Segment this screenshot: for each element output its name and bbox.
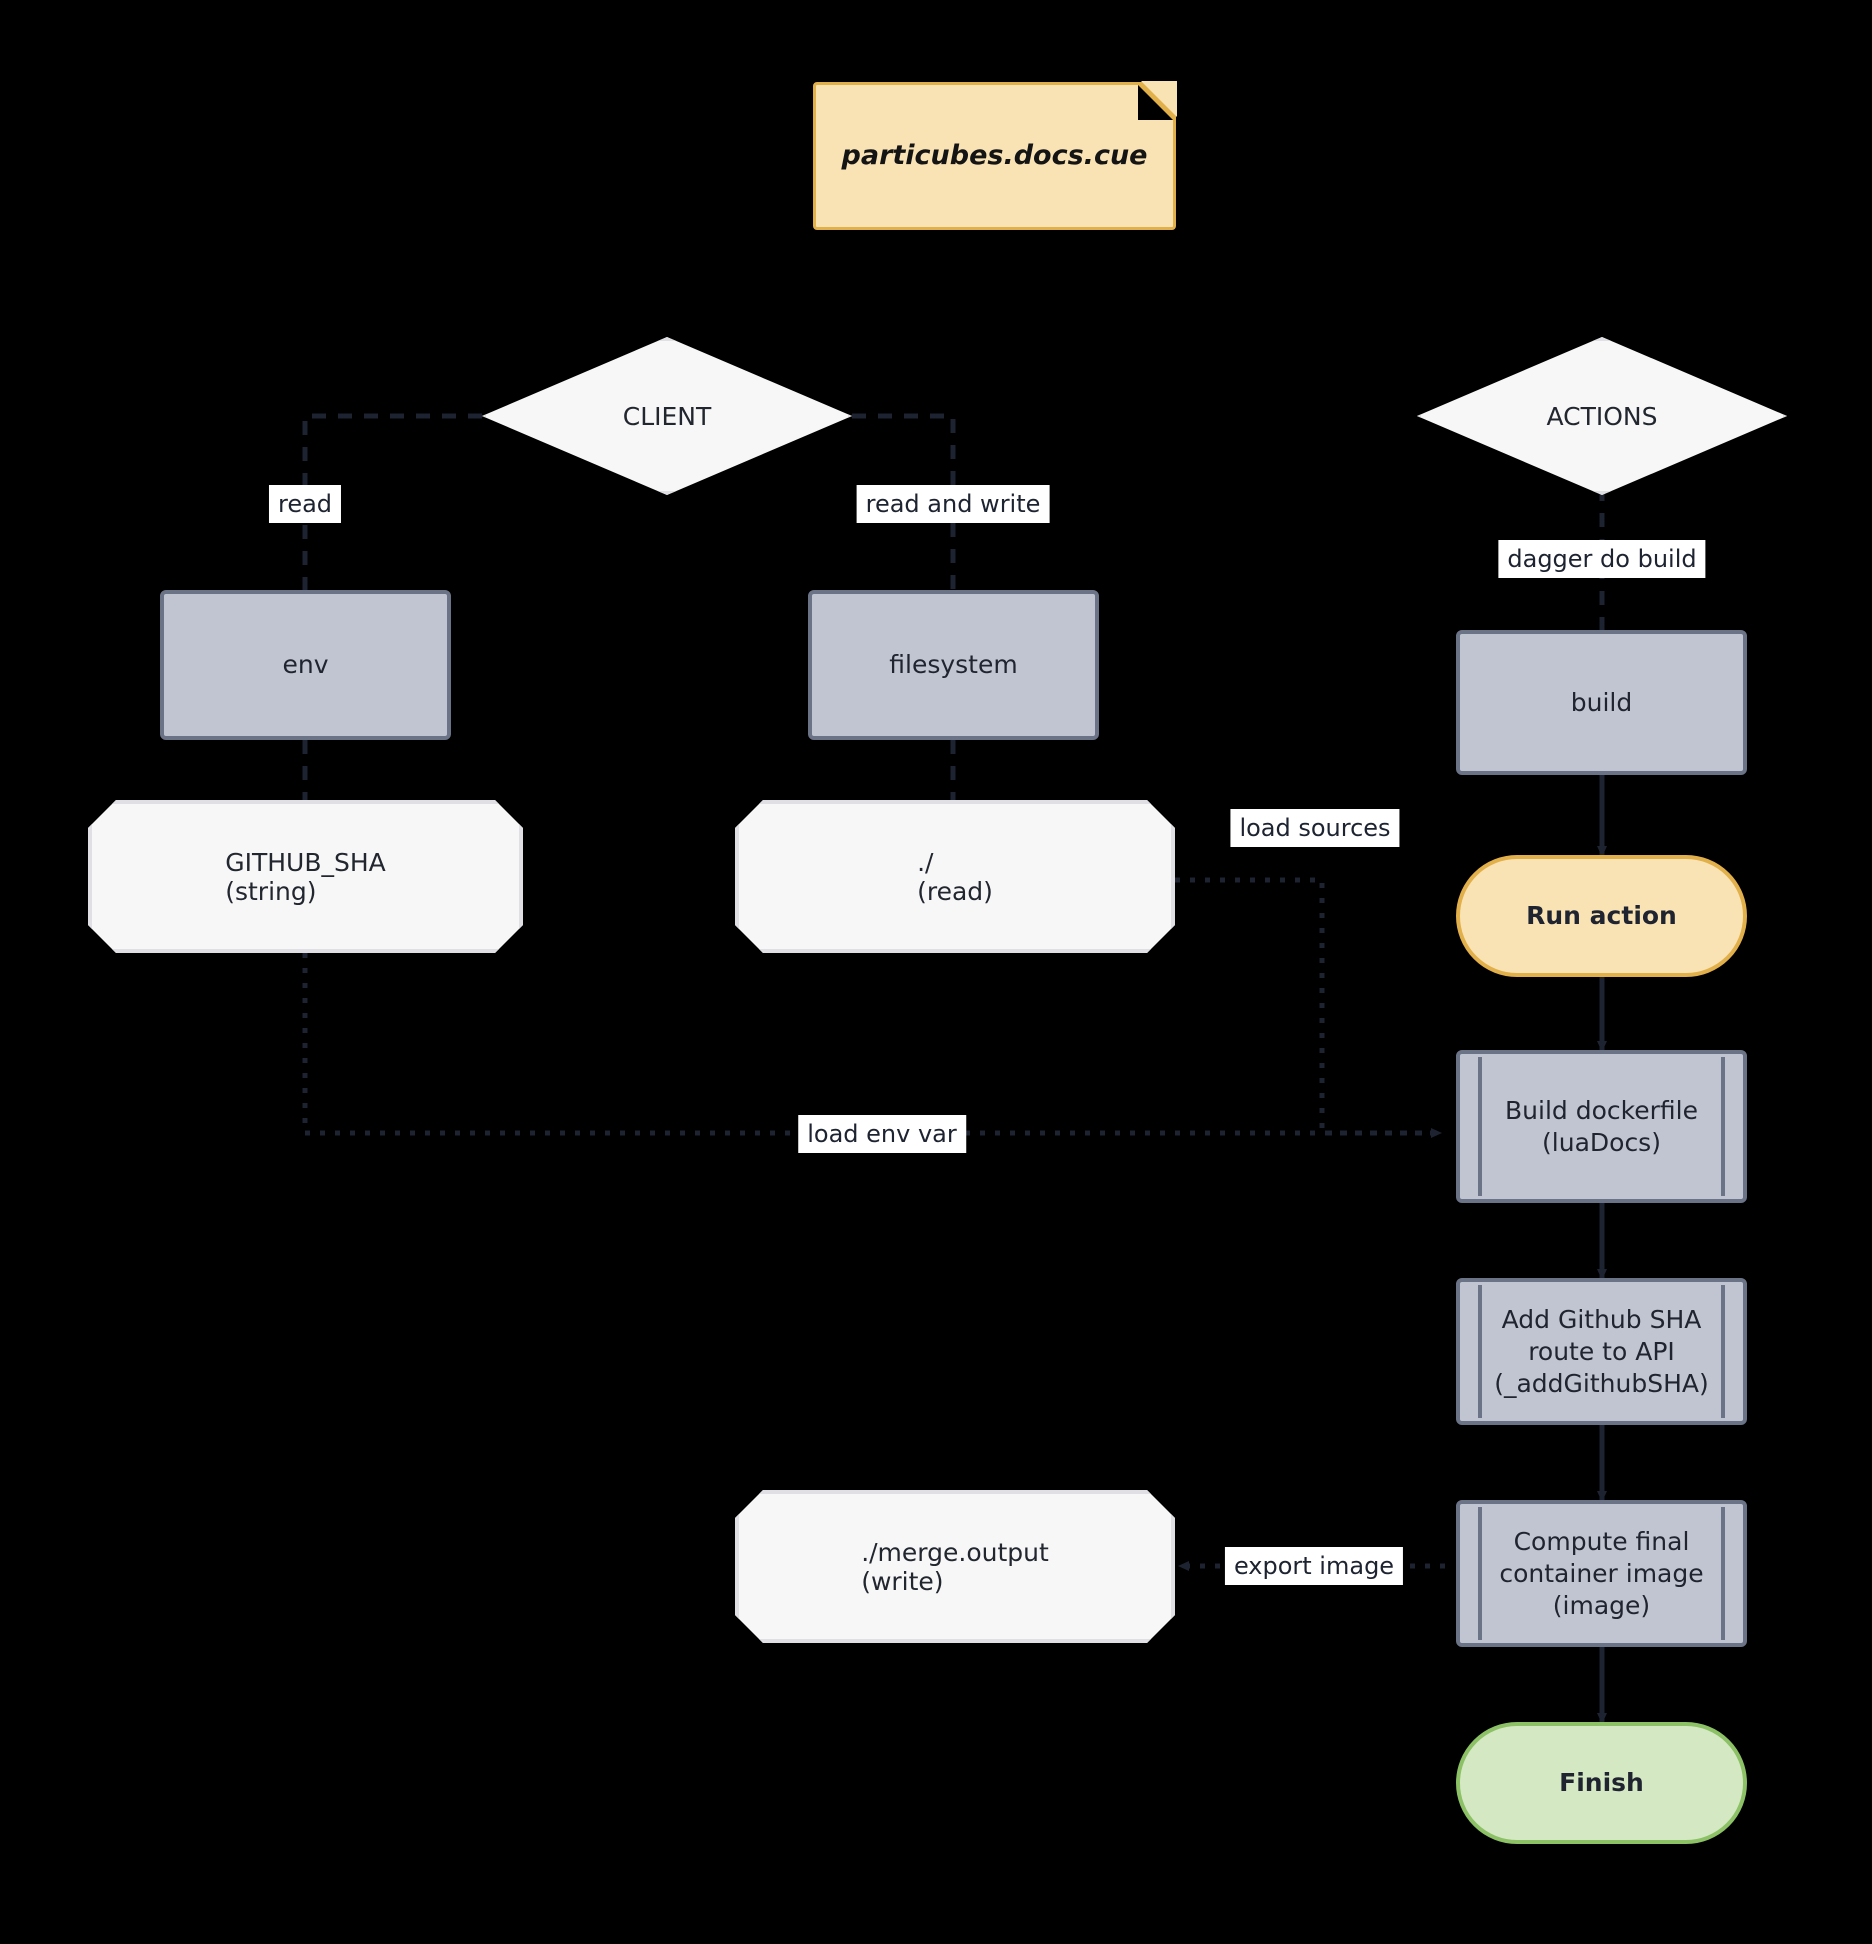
edge-label-export-image: export image	[1224, 1547, 1404, 1585]
add-github-sha-label: Add Github SHA route to API (_addGithubS…	[1494, 1304, 1709, 1398]
edge-label-load-sources: load sources	[1230, 809, 1400, 847]
node-build-dockerfile[interactable]: Build dockerfile (luaDocs)	[1456, 1050, 1747, 1203]
client-label: CLIENT	[622, 401, 712, 431]
edge-client-filesystem	[852, 413, 956, 590]
edge-label-read-and-write: read and write	[856, 485, 1050, 523]
node-client[interactable]: CLIENT	[482, 337, 852, 495]
compute-image-label: Compute final container image (image)	[1499, 1526, 1704, 1620]
octagon-shape	[735, 1490, 1175, 1643]
node-finish[interactable]: Finish	[1456, 1722, 1747, 1844]
node-dot-read[interactable]: ./ (read)	[735, 800, 1175, 953]
env-label: env	[282, 650, 329, 679]
finish-label: Finish	[1559, 1768, 1644, 1797]
subroutine-bar-right	[1721, 1285, 1725, 1418]
edge-label-read: read	[268, 485, 342, 523]
node-merge-output[interactable]: ./merge.output (write)	[735, 1490, 1175, 1643]
node-run-action[interactable]: Run action	[1456, 855, 1747, 977]
subroutine-bar-right	[1721, 1507, 1725, 1640]
build-dockerfile-label: Build dockerfile (luaDocs)	[1505, 1095, 1698, 1157]
node-filesystem[interactable]: filesystem	[808, 590, 1099, 740]
node-build[interactable]: build	[1456, 630, 1747, 775]
dot-read-label: ./ (read)	[917, 847, 993, 906]
note-label: particubes.docs.cue	[841, 139, 1148, 171]
subroutine-bar-right	[1721, 1057, 1725, 1196]
run-action-label: Run action	[1526, 901, 1677, 930]
merge-output-label: ./merge.output (write)	[861, 1537, 1049, 1596]
octagon-shape	[88, 800, 523, 953]
subroutine-bar-left	[1478, 1057, 1482, 1196]
note-fold-corner	[1135, 81, 1177, 123]
actions-label: ACTIONS	[1546, 401, 1658, 431]
node-github-sha[interactable]: GITHUB_SHA (string)	[88, 800, 523, 953]
subroutine-bar-left	[1478, 1507, 1482, 1640]
edge-label-load-env-var: load env var	[798, 1115, 966, 1153]
build-label: build	[1570, 687, 1633, 717]
subroutine-bar-left	[1478, 1285, 1482, 1418]
github-sha-label: GITHUB_SHA (string)	[225, 847, 386, 906]
node-add-github-sha[interactable]: Add Github SHA route to API (_addGithubS…	[1456, 1278, 1747, 1425]
filesystem-label: filesystem	[889, 650, 1018, 679]
edge-githubsha-builddockerfile	[302, 953, 1442, 1138]
node-env[interactable]: env	[160, 590, 451, 740]
edge-dotread-builddockerfile	[1175, 877, 1445, 1136]
node-actions[interactable]: ACTIONS	[1417, 337, 1787, 495]
edge-label-dagger-do-build: dagger do build	[1498, 540, 1706, 578]
octagon-shape	[735, 800, 1175, 953]
note-particubes-docs-cue[interactable]: particubes.docs.cue	[813, 81, 1177, 230]
node-compute-image[interactable]: Compute final container image (image)	[1456, 1500, 1747, 1647]
edge-client-env	[302, 413, 482, 590]
